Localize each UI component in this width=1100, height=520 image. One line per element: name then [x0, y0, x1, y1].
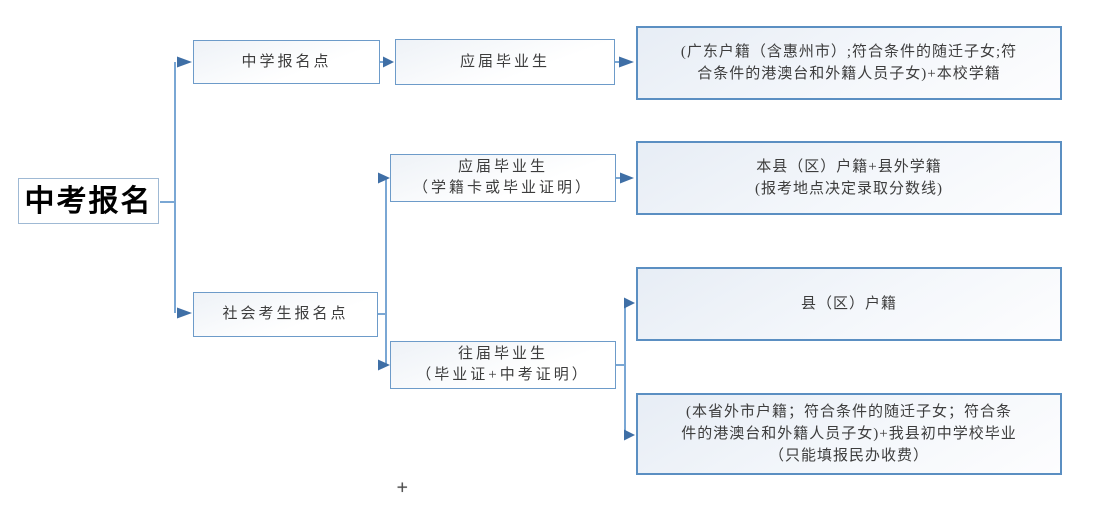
node-school-registration-point: 中学报名点 — [193, 40, 380, 84]
node-label-line1: 应届毕业生 — [457, 159, 548, 175]
node-label-line1: (本省外市户籍；符合条件的随迁子女；符合条 — [686, 404, 1012, 420]
node-label: 社会考生报名点 — [222, 306, 349, 322]
node-label: 中学报名点 — [241, 53, 332, 70]
node-label-line1: 往届毕业生 — [457, 346, 548, 362]
node-label-line2: 件的港澳台和外籍人员子女)+我县初中学校毕业 — [681, 426, 1017, 442]
node-former-graduate: 往届毕业生 （毕业证+中考证明） — [390, 341, 616, 389]
node-social-candidate-registration-point: 社会考生报名点 — [193, 292, 378, 337]
node-label-line3: （只能填报民办收费） — [768, 448, 929, 464]
node-label-line1: (广东户籍（含惠州市）;符合条件的随迁子女;符 — [680, 44, 1018, 60]
arrow-icon — [620, 172, 634, 184]
node-fresh-graduate: 应届毕业生 — [395, 39, 615, 85]
arrow-icon — [624, 297, 635, 309]
arrow-icon — [378, 172, 390, 184]
arrow-icon — [624, 429, 635, 441]
node-label: 中考报名 — [24, 184, 153, 218]
node-label: 县（区）户籍 — [800, 296, 897, 312]
node-label-line2: (报考地点决定录取分数线) — [755, 181, 943, 197]
node-label-line1: 本县（区）户籍+县外学籍 — [756, 159, 942, 175]
arrow-icon — [619, 56, 634, 68]
node-label-line2: （毕业证+中考证明） — [416, 367, 590, 383]
node-fresh-graduate-social: 应届毕业生 （学籍卡或毕业证明） — [390, 154, 616, 202]
node-label: 应届毕业生 — [459, 53, 550, 70]
node-result-guangdong-hukou: (广东户籍（含惠州市）;符合条件的随迁子女;符 合条件的港澳台和外籍人员子女)+… — [636, 26, 1062, 100]
arrow-icon — [383, 56, 394, 68]
node-result-other-province-city: (本省外市户籍；符合条件的随迁子女；符合条 件的港澳台和外籍人员子女)+我县初中… — [636, 393, 1062, 475]
node-result-county-hukou: 县（区）户籍 — [636, 267, 1062, 341]
arrow-icon — [378, 359, 390, 371]
node-root-zhongkao-baoming: 中考报名 — [18, 178, 159, 224]
node-label-line2: 合条件的港澳台和外籍人员子女)+本校学籍 — [697, 66, 1001, 82]
crosshair-cursor-icon: + — [396, 478, 409, 496]
arrow-icon — [177, 307, 192, 319]
arrow-icon — [177, 56, 192, 68]
node-result-county-hukou-outside-school: 本县（区）户籍+县外学籍 (报考地点决定录取分数线) — [636, 141, 1062, 215]
node-label-line2: （学籍卡或毕业证明） — [412, 180, 593, 196]
